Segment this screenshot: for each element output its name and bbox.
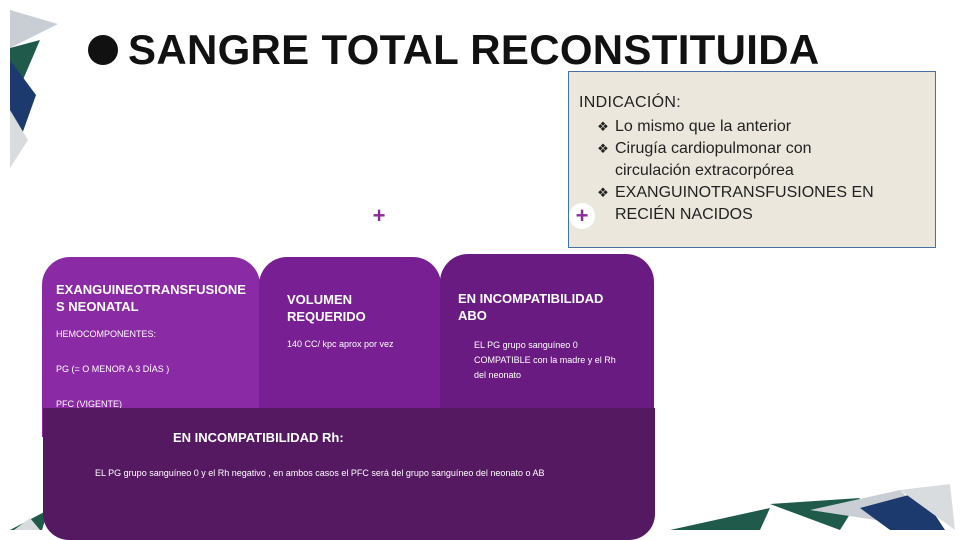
indicacion-heading: INDICACIÓN:	[579, 94, 681, 111]
card-text: 140 CC/ kpc aprox por vez	[287, 339, 394, 349]
card-title: VOLUMEN REQUERIDO	[287, 292, 366, 324]
indicacion-item-text: EXANGUINOTRANSFUSIONES EN RECIÉN NACIDOS	[615, 184, 874, 223]
card-title: EN INCOMPATIBILIDAD Rh:	[173, 430, 344, 445]
bottom-right-decoration	[670, 484, 955, 530]
card-exanguineotransfusion: EXANGUINEOTRANSFUSIONES NEONATAL HEMOCOM…	[42, 257, 260, 437]
indicacion-box: INDICACIÓN: ❖ Lo mismo que la anterior ❖…	[568, 71, 936, 248]
indicacion-item: ❖ EXANGUINOTRANSFUSIONES EN RECIÉN NACID…	[579, 182, 935, 226]
card-line: PG (= O MENOR A 3 DÍAS )	[56, 364, 170, 374]
card-incompatibilidad-rh: EN INCOMPATIBILIDAD Rh: EL PG grupo sang…	[43, 408, 655, 540]
title-bullet-icon	[88, 35, 118, 65]
indicacion-list: ❖ Lo mismo que la anterior ❖ Cirugía car…	[579, 116, 935, 226]
indicacion-item-text: Lo mismo que la anterior	[615, 118, 792, 135]
diamond-bullet-icon: ❖	[597, 185, 609, 200]
page-title: SANGRE TOTAL RECONSTITUIDA	[128, 26, 820, 73]
card-volumen: VOLUMEN REQUERIDO 140 CC/ kpc aprox por …	[259, 257, 441, 437]
card-text: EL PG grupo sanguíneo 0 COMPATIBLE con l…	[474, 340, 616, 380]
top-left-decoration	[10, 10, 58, 168]
card-title: EXANGUINEOTRANSFUSIONES NEONATAL	[56, 282, 246, 314]
indicacion-item: ❖ Lo mismo que la anterior	[579, 116, 935, 138]
bottom-left-decoration	[10, 510, 48, 530]
indicacion-item-text: Cirugía cardiopulmonar con circulación e…	[615, 140, 812, 179]
card-line: PFC (VIGENTE)	[56, 399, 123, 409]
title-row: SANGRE TOTAL RECONSTITUIDA	[88, 22, 820, 78]
plus-icon: +	[372, 203, 386, 228]
plus-icon: +	[569, 203, 595, 229]
card-title: EN INCOMPATIBILIDAD ABO	[458, 291, 604, 323]
diamond-bullet-icon: ❖	[597, 119, 609, 134]
card-line: HEMOCOMPONENTES:	[56, 329, 157, 339]
card-text: EL PG grupo sanguíneo 0 y el Rh negativo…	[95, 468, 545, 478]
diamond-bullet-icon: ❖	[597, 141, 609, 156]
indicacion-item: ❖ Cirugía cardiopulmonar con circulación…	[579, 138, 935, 182]
card-incompatibilidad-abo: EN INCOMPATIBILIDAD ABO EL PG grupo sang…	[440, 254, 654, 437]
